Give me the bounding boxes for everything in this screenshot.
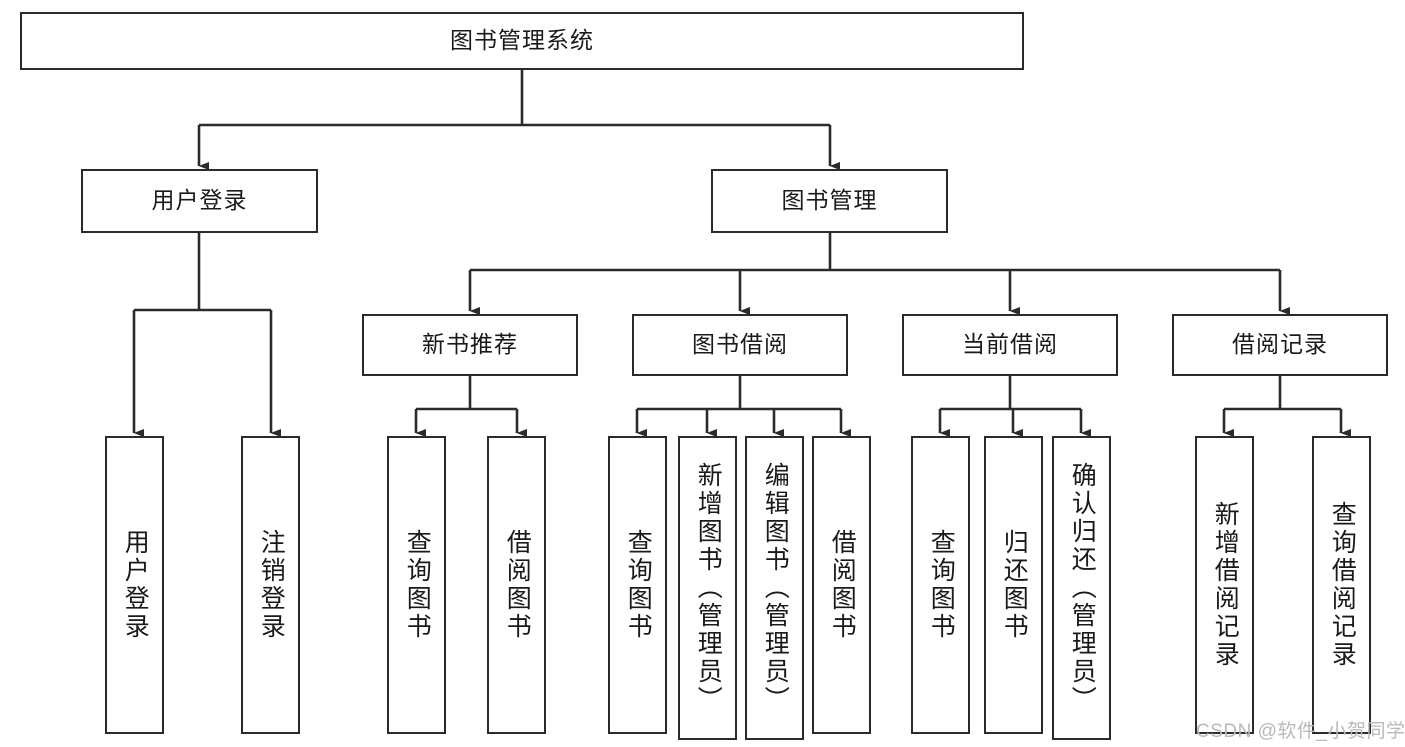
node-user-login-label: 用户登录 [151, 187, 248, 214]
node-leaf-add-borrow-record-label: 新增借阅记录 [1211, 501, 1240, 669]
node-book-borrow-label: 图书借阅 [692, 331, 788, 358]
node-leaf-borrow-book-1-label: 借阅图书 [503, 529, 532, 641]
node-leaf-edit-book-admin-label: 编辑图书（管理员） [761, 462, 790, 714]
node-leaf-add-book-admin-label: 新增图书（管理员） [694, 462, 723, 714]
node-root[interactable]: 图书管理系统 [20, 12, 1024, 70]
node-borrow-record-label: 借阅记录 [1232, 331, 1328, 358]
node-user-login[interactable]: 用户登录 [81, 169, 318, 233]
node-leaf-query-book-2[interactable]: 查询图书 [608, 436, 667, 734]
node-leaf-query-book-1[interactable]: 查询图书 [387, 436, 446, 734]
node-leaf-query-book-3[interactable]: 查询图书 [911, 436, 970, 734]
node-leaf-borrow-book-2[interactable]: 借阅图书 [812, 436, 871, 734]
node-leaf-query-book-1-label: 查询图书 [403, 529, 432, 641]
node-leaf-add-borrow-record[interactable]: 新增借阅记录 [1195, 436, 1254, 734]
node-leaf-return-book[interactable]: 归还图书 [984, 436, 1043, 734]
node-current-borrow-label: 当前借阅 [962, 331, 1058, 358]
node-leaf-borrow-book-1[interactable]: 借阅图书 [487, 436, 546, 734]
node-leaf-add-book-admin[interactable]: 新增图书（管理员） [678, 436, 737, 740]
node-leaf-borrow-book-2-label: 借阅图书 [828, 529, 857, 641]
node-book-manage-label: 图书管理 [781, 187, 878, 214]
node-borrow-record[interactable]: 借阅记录 [1172, 314, 1388, 376]
node-book-manage[interactable]: 图书管理 [711, 169, 948, 233]
node-leaf-query-book-2-label: 查询图书 [624, 529, 653, 641]
node-leaf-query-borrow-record-label: 查询借阅记录 [1328, 501, 1357, 669]
node-leaf-query-borrow-record[interactable]: 查询借阅记录 [1312, 436, 1371, 734]
node-leaf-edit-book-admin[interactable]: 编辑图书（管理员） [745, 436, 804, 740]
node-leaf-query-book-3-label: 查询图书 [927, 529, 956, 641]
node-leaf-user-login[interactable]: 用户登录 [105, 436, 164, 734]
watermark-text: CSDN @软件_小贺同学 [1196, 721, 1405, 742]
node-leaf-confirm-return-admin[interactable]: 确认归还（管理员） [1052, 436, 1111, 740]
node-leaf-logout[interactable]: 注销登录 [241, 436, 300, 734]
node-leaf-user-login-label: 用户登录 [121, 529, 150, 641]
node-root-label: 图书管理系统 [450, 27, 594, 54]
node-new-book-rec-label: 新书推荐 [422, 331, 518, 358]
node-leaf-logout-label: 注销登录 [257, 529, 286, 641]
node-leaf-confirm-return-admin-label: 确认归还（管理员） [1068, 462, 1097, 714]
node-leaf-return-book-label: 归还图书 [1000, 529, 1029, 641]
node-book-borrow[interactable]: 图书借阅 [632, 314, 848, 376]
node-current-borrow[interactable]: 当前借阅 [902, 314, 1118, 376]
node-new-book-rec[interactable]: 新书推荐 [362, 314, 578, 376]
